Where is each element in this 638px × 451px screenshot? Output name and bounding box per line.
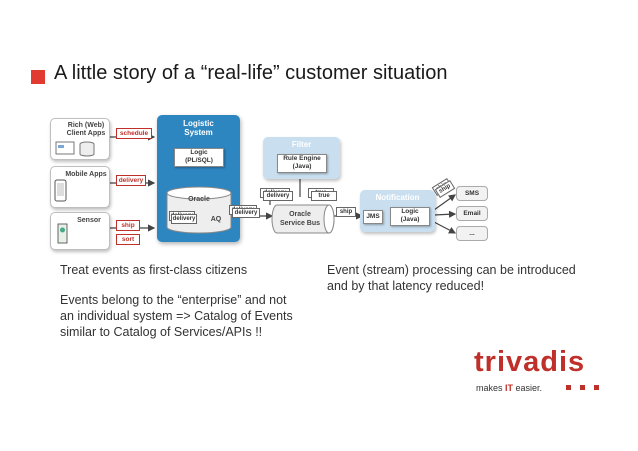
sensor-icon	[57, 223, 68, 244]
enterprise-events-text: Events belong to the “enterprise” and no…	[60, 293, 293, 339]
mobile-apps-label: Mobile Apps	[65, 171, 107, 178]
ship-message-tag: ship	[336, 207, 356, 217]
sensor-label: Sensor	[77, 217, 101, 224]
rich-web-client-box: Rich (Web) Client Apps	[50, 118, 110, 160]
trivadis-logo: trivadis makes IT easier.	[468, 346, 608, 400]
aq-label: AQ	[210, 216, 222, 223]
delivery-message-tag: delivery	[263, 191, 293, 201]
sms-output: SMS	[456, 186, 488, 201]
title-bullet	[31, 70, 45, 84]
other-output: ...	[456, 226, 488, 241]
ship-event-tag: ship	[116, 220, 140, 231]
rich-web-client-label: Rich (Web) Client Apps	[66, 122, 106, 137]
true-message-tag: true	[311, 191, 337, 201]
service-bus-cylinder	[271, 204, 335, 234]
oracle-db-label: Oracle	[188, 196, 210, 203]
mobile-apps-box: Mobile Apps	[50, 166, 110, 208]
desktop-icon	[55, 141, 95, 157]
rule-engine-box: Rule Engine (Java)	[277, 154, 327, 173]
java-logic-box: Logic (Java)	[390, 207, 430, 226]
tagline-prefix: makes	[476, 383, 506, 393]
logistic-system-title: Logistic System	[183, 119, 214, 137]
sensor-box: Sensor	[50, 212, 110, 250]
logistic-system-panel: Logistic System Logic (PL/SQL) Oracle de…	[157, 115, 240, 242]
email-output: Email	[456, 206, 488, 221]
plsql-logic-box: Logic (PL/SQL)	[174, 148, 224, 167]
stream-processing-text: Event (stream) processing can be introdu…	[327, 263, 576, 293]
jms-box: JMS	[363, 210, 383, 224]
notification-panel: Notification JMS Logic (Java)	[360, 190, 435, 232]
filter-title: Filter	[291, 140, 312, 149]
schedule-event-tag: schedule	[116, 128, 152, 139]
page-title: A little story of a “real-life” customer…	[54, 62, 448, 84]
delivery-message-tag: delivery	[232, 208, 260, 218]
tagline-highlight: IT	[505, 383, 514, 393]
filter-panel: Filter Rule Engine (Java)	[263, 137, 340, 179]
brand-wordmark: trivadis	[474, 346, 586, 378]
service-bus-label: Oracle Service Bus	[279, 211, 321, 227]
first-class-events-text: Treat events as first-class citizens	[60, 263, 248, 277]
delivery-event-tag: delivery	[116, 175, 146, 186]
logo-dots-icon	[566, 385, 599, 390]
delivery-queue-tag: delivery	[171, 214, 197, 224]
oracle-database-icon	[166, 186, 232, 234]
tagline-suffix: easier.	[513, 383, 543, 393]
phone-icon	[54, 179, 67, 202]
sort-event-tag: sort	[116, 234, 140, 245]
brand-tagline: makes IT easier.	[476, 383, 542, 393]
notification-title: Notification	[375, 193, 420, 202]
